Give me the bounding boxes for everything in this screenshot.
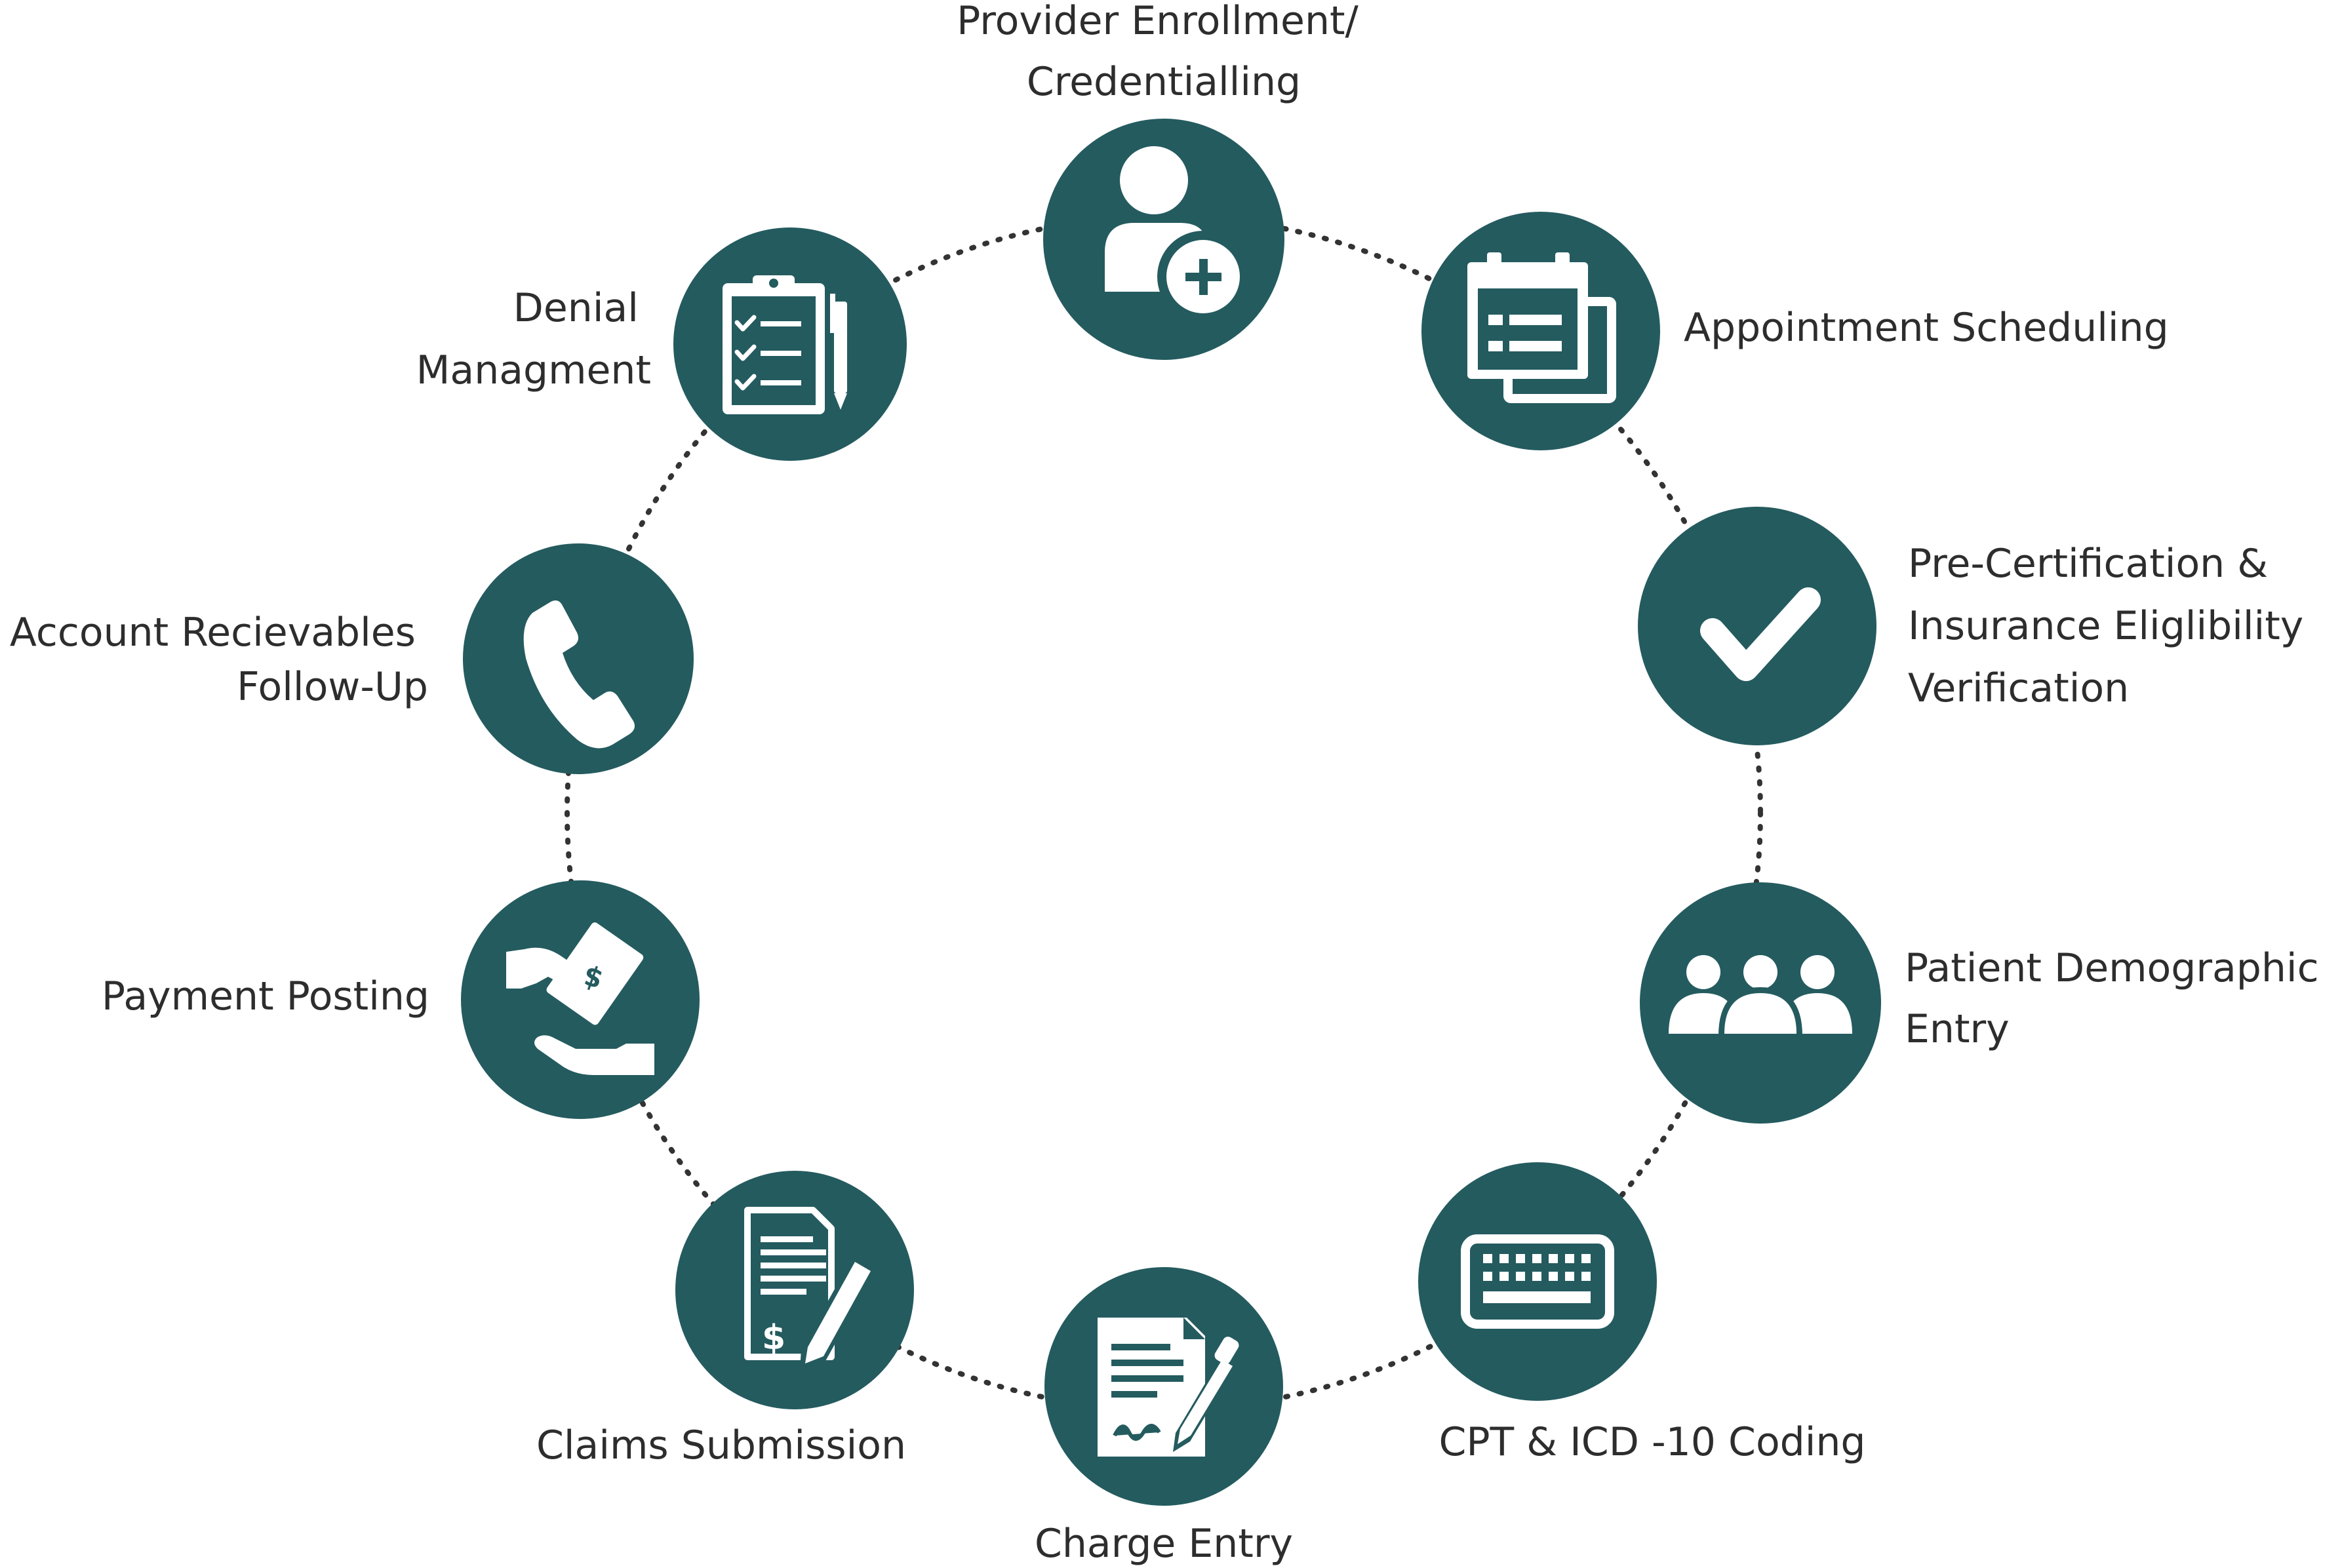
step-label: Appointment Scheduling xyxy=(1684,305,2169,351)
step-label: Pre-Certification & Insurance Eliglibili… xyxy=(1908,541,2316,711)
invoice-pencil-icon: $ xyxy=(744,1207,876,1370)
step-label: CPT & ICD -10 Coding xyxy=(1439,1419,1865,1465)
calendar-icon xyxy=(1467,252,1616,403)
keyboard-icon xyxy=(1461,1234,1614,1329)
step-payment-posting: $ Payment Posting xyxy=(102,880,700,1119)
phone-icon xyxy=(523,600,635,749)
step-charge-entry: Charge Entry xyxy=(1035,1267,1293,1567)
step-appointment-scheduling: Appointment Scheduling xyxy=(1421,212,2169,450)
step-label: Provider Enrollment/ Credentialling xyxy=(957,0,1371,105)
user-add-icon xyxy=(1105,146,1249,323)
svg-text:$: $ xyxy=(762,1318,785,1358)
step-account-receivables: Account Recievables Follow-Up xyxy=(10,543,694,774)
step-provider-enrollment: Provider Enrollment/ Credentialling xyxy=(957,0,1371,360)
step-denial-management: Denial Managment xyxy=(416,227,907,461)
step-pre-certification: Pre-Certification & Insurance Eliglibili… xyxy=(1638,507,2316,745)
step-label: Payment Posting xyxy=(102,973,429,1019)
step-label: Patient Demographic Entry xyxy=(1905,945,2332,1052)
step-circle xyxy=(463,543,694,774)
step-circle xyxy=(1418,1162,1657,1401)
step-claims-submission: $ Claims Submission xyxy=(536,1171,914,1468)
cash-hand-icon: $ xyxy=(506,922,654,1075)
step-cpt-icd-coding: CPT & ICD -10 Coding xyxy=(1418,1162,1866,1465)
checklist-clipboard-icon xyxy=(723,275,847,414)
step-label: Charge Entry xyxy=(1035,1521,1293,1567)
step-label: Account Recievables Follow-Up xyxy=(10,610,428,710)
step-circle xyxy=(1638,507,1876,745)
signed-document-icon xyxy=(1098,1318,1239,1457)
step-patient-demographic-entry: Patient Demographic Entry xyxy=(1640,882,2332,1124)
step-label: Denial Managment xyxy=(416,285,651,393)
step-label: Claims Submission xyxy=(536,1422,906,1468)
group-icon xyxy=(1669,950,1852,1036)
checkmark-icon xyxy=(1700,587,1821,681)
